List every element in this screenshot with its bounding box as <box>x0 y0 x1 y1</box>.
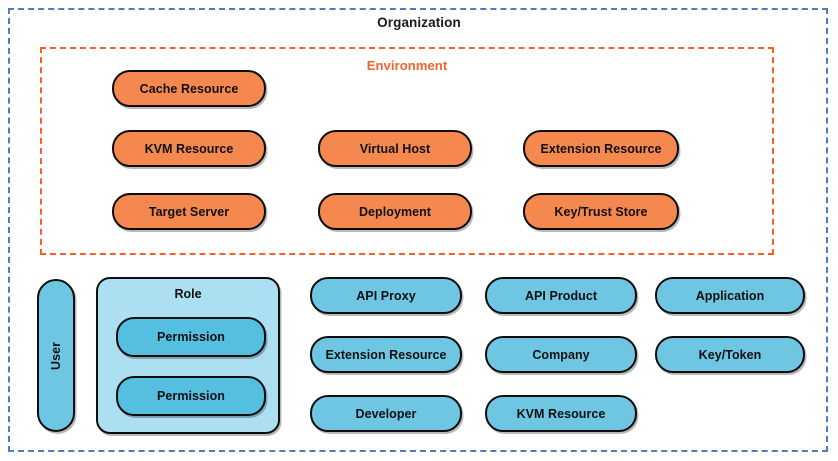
user-node-label: User <box>49 341 63 370</box>
company-node[interactable]: Company <box>485 336 637 373</box>
deployment-node[interactable]: Deployment <box>318 193 472 230</box>
target-server-node[interactable]: Target Server <box>112 193 266 230</box>
extension-resource-label: Extension Resource <box>540 141 662 156</box>
key-token-node[interactable]: Key/Token <box>655 336 805 373</box>
key-token-label: Key/Token <box>698 347 762 362</box>
developer-label: Developer <box>355 406 417 421</box>
kvm-resource-node[interactable]: KVM Resource <box>112 130 266 167</box>
organization-title: Organization <box>377 15 461 30</box>
environment-label: Environment <box>366 58 448 73</box>
virtual-host-node[interactable]: Virtual Host <box>318 130 472 167</box>
key-trust-store-label: Key/Trust Store <box>554 204 648 219</box>
permission-1-node[interactable]: Permission <box>116 317 266 357</box>
permission-2-label: Permission <box>157 389 225 403</box>
api-proxy-node[interactable]: API Proxy <box>310 277 462 314</box>
environment-boundary <box>40 47 774 255</box>
key-trust-store-node[interactable]: Key/Trust Store <box>523 193 679 230</box>
kvm-resource-2-node[interactable]: KVM Resource <box>485 395 637 432</box>
company-label: Company <box>532 347 590 362</box>
kvm-resource-label: KVM Resource <box>144 141 234 156</box>
application-label: Application <box>695 288 765 303</box>
api-product-label: API Product <box>524 288 598 303</box>
target-server-label: Target Server <box>148 204 230 219</box>
permission-2-node[interactable]: Permission <box>116 376 266 416</box>
kvm-resource-2-label: KVM Resource <box>516 406 606 421</box>
application-node[interactable]: Application <box>655 277 805 314</box>
virtual-host-label: Virtual Host <box>359 141 431 156</box>
extension-resource-2-node[interactable]: Extension Resource <box>310 336 462 373</box>
extension-resource-node[interactable]: Extension Resource <box>523 130 679 167</box>
extension-resource-2-label: Extension Resource <box>325 347 447 362</box>
api-product-node[interactable]: API Product <box>485 277 637 314</box>
user-node[interactable]: User <box>37 279 75 432</box>
deployment-label: Deployment <box>358 204 432 219</box>
cache-resource-node[interactable]: Cache Resource <box>112 70 266 107</box>
developer-node[interactable]: Developer <box>310 395 462 432</box>
api-proxy-label: API Proxy <box>356 288 416 303</box>
role-container-label: Role <box>174 287 202 301</box>
permission-1-label: Permission <box>157 330 225 344</box>
cache-resource-label: Cache Resource <box>139 81 239 96</box>
